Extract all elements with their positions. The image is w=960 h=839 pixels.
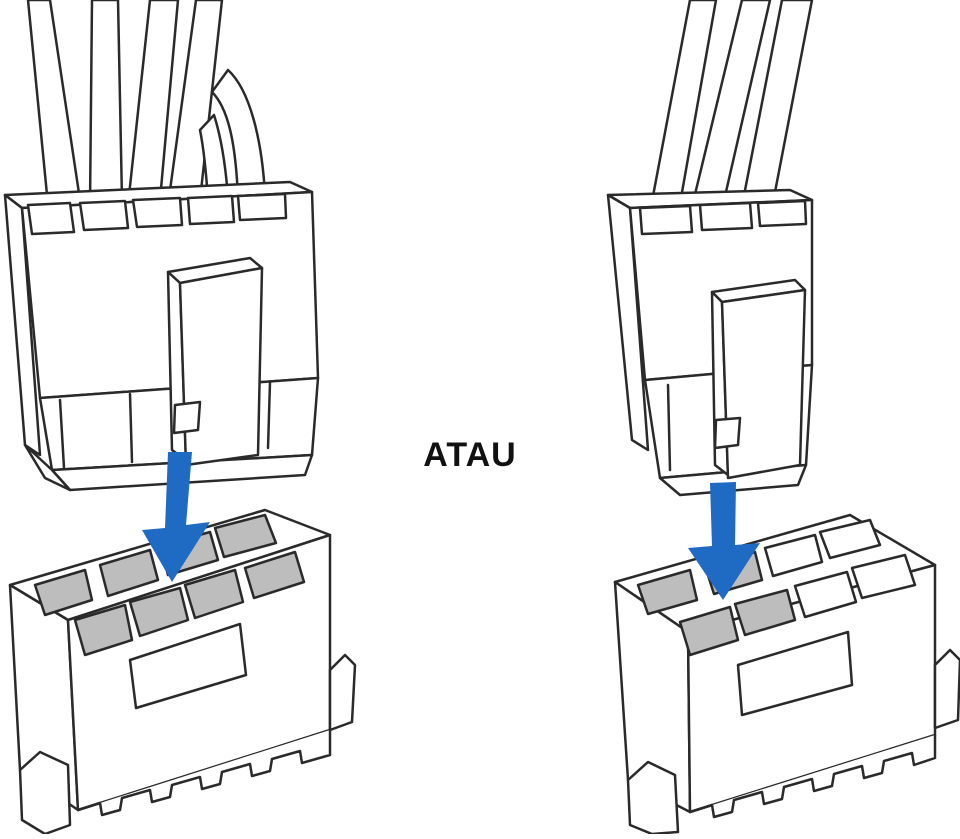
right-plug-housing	[606, 188, 814, 497]
center-label: ATAU	[423, 436, 517, 474]
right-cables	[648, 0, 814, 220]
left-plug-housing	[3, 180, 320, 492]
right-socket-housing	[613, 513, 960, 836]
left-8pin-connector-icon	[3, 0, 357, 836]
left-cables	[26, 0, 267, 207]
right-6pin-connector-icon	[606, 0, 960, 836]
right-insert-arrow-icon	[688, 482, 760, 600]
left-socket-housing	[8, 508, 357, 836]
left-socket-pins	[33, 513, 306, 657]
left-insert-arrow-icon	[142, 452, 210, 582]
